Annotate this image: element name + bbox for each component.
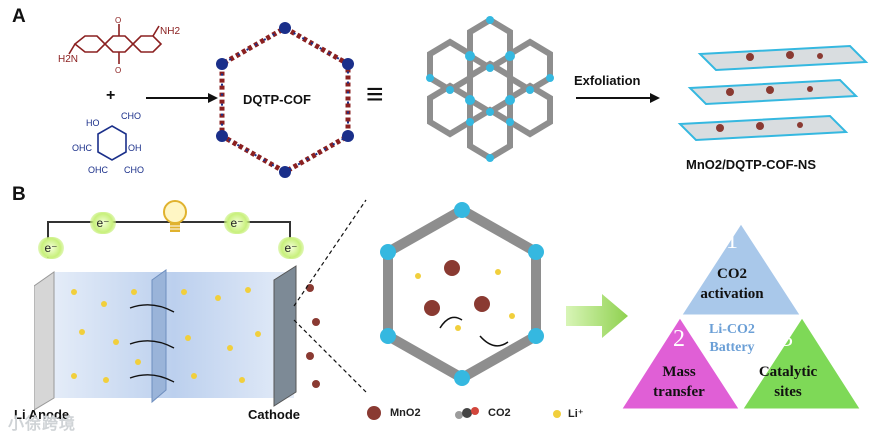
aldehyde-group-3: OHC xyxy=(72,143,92,153)
cof-honeycomb-model xyxy=(420,14,560,164)
svg-text:O: O xyxy=(115,66,121,74)
electron-badge: e⁻ xyxy=(90,212,116,234)
panel-b-letter: B xyxy=(12,184,26,206)
battery-cell xyxy=(34,252,324,412)
triangle-right-line2: sites xyxy=(748,384,828,401)
mno2-legend-swatch xyxy=(366,405,382,421)
nanosheet-label: MnO2/DQTP-COF-NS xyxy=(686,157,816,172)
triangle-center-line1: Li-CO2 xyxy=(694,322,770,338)
svg-text:O: O xyxy=(115,16,121,25)
electron-badge: e⁻ xyxy=(224,212,250,234)
triangle-left-number: 2 xyxy=(664,326,694,353)
triangle-top-line2: activation xyxy=(680,286,784,303)
cathode-label: Cathode xyxy=(248,407,300,422)
triangle-right-number: 3 xyxy=(772,326,802,353)
light-bulb-icon xyxy=(160,198,190,240)
li-legend-label: Li⁺ xyxy=(568,407,584,420)
amine-left-group: H2N xyxy=(58,54,78,65)
triangle-left-line2: transfer xyxy=(642,384,716,401)
co2-legend-label: CO2 xyxy=(488,407,511,419)
watermark: 小徐跨境 xyxy=(8,410,76,434)
li-legend-swatch xyxy=(552,409,562,419)
green-arrow xyxy=(566,292,628,340)
mno2-legend-label: MnO2 xyxy=(390,407,421,419)
cof-pore-zoom xyxy=(362,196,562,392)
aldehyde-group-4: OH xyxy=(128,143,142,153)
triangle-top-number: 1 xyxy=(717,228,747,255)
triangle-center-line2: Battery xyxy=(694,340,770,356)
panel-a-letter: A xyxy=(12,6,26,28)
amine-monomer-structure: O O xyxy=(55,14,185,74)
triangle-right-line1: Catalytic xyxy=(748,364,828,381)
triangle-left-line1: Mass xyxy=(642,364,716,381)
equivalence-symbol: ≡ xyxy=(366,78,384,112)
aldehyde-group-1: HO xyxy=(86,118,100,128)
exfoliation-label: Exfoliation xyxy=(574,73,640,88)
nanosheet-stack xyxy=(670,42,870,160)
plus-sign: + xyxy=(106,87,115,105)
triangle-top-line1: CO2 xyxy=(686,266,778,283)
aldehyde-group-5: OHC xyxy=(88,165,108,175)
co2-legend-swatch xyxy=(454,404,480,422)
zoom-lines xyxy=(290,196,370,396)
reaction-arrow xyxy=(146,90,218,106)
amine-right-group: NH2 xyxy=(160,26,180,37)
aldehyde-group-2: CHO xyxy=(121,111,141,121)
cof-label: DQTP-COF xyxy=(243,92,311,107)
exfoliation-arrow xyxy=(576,90,660,106)
aldehyde-group-6: CHO xyxy=(124,165,144,175)
